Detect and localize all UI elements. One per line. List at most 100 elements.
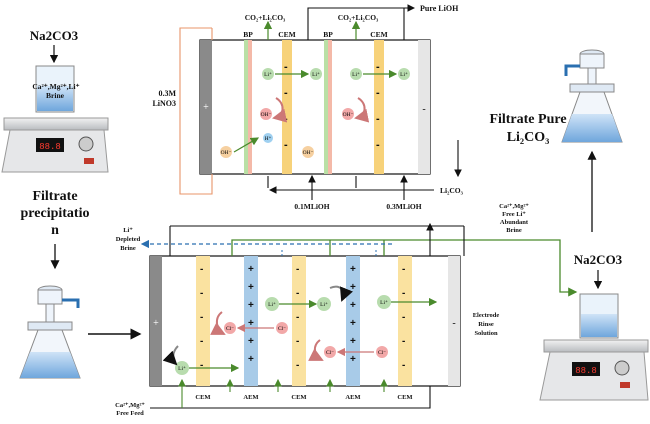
lower-label-cem-3: CEM: [397, 394, 412, 401]
lower-label-aem-1: AEM: [243, 394, 258, 401]
lower-plus: +: [153, 318, 159, 329]
lower-label-cem-1: CEM: [195, 394, 210, 401]
filtrate-precip-2: precipitatio: [21, 206, 90, 221]
upper-cathode: [418, 40, 430, 174]
filtrate-precip-3: n: [51, 223, 59, 238]
svg-text:+: +: [248, 264, 254, 275]
depleted-1: Li⁺: [123, 227, 133, 234]
lower-ions: Li⁺ Li⁺ Li⁺ Li⁺ Cl⁻ Cl⁻ Cl⁻ Cl⁻: [175, 295, 391, 375]
svg-text:H⁺: H⁺: [265, 135, 272, 142]
feed-03m-lioh: 0.3MLiOH: [386, 202, 421, 211]
svg-text:OH⁻: OH⁻: [303, 150, 314, 156]
upper-co2-left: CO₂+Li₂CO₃: [245, 13, 286, 22]
svg-text:+: +: [248, 318, 254, 329]
liNO3-label-2: LiNO3: [152, 99, 176, 108]
lower-label-cem-2: CEM: [291, 394, 306, 401]
svg-text:+: +: [350, 264, 356, 275]
stirrer-top-plate: [3, 117, 109, 131]
stirrer-display: [36, 138, 64, 152]
svg-text:-: -: [376, 87, 380, 99]
svg-text:Li⁺: Li⁺: [320, 301, 328, 308]
na2co3-label-right: Na2CO3: [574, 252, 623, 267]
upper-cem-1: [282, 40, 292, 174]
upper-ions: Li⁺ Li⁺ Li⁺ Li⁺ OH⁻ OH⁻ H⁺ OH⁻ OH⁻: [220, 68, 410, 158]
lower-cem-2: [292, 256, 306, 386]
svg-text:+: +: [248, 300, 254, 311]
svg-text:-: -: [402, 336, 405, 347]
upper-bp-2-a: [324, 40, 328, 174]
abundant-4: Brine: [506, 227, 522, 234]
svg-text:Li⁺: Li⁺: [178, 365, 186, 372]
upper-bp-1-b: [248, 40, 252, 174]
upper-co2-right: CO₂+Li₂CO₃: [338, 13, 379, 22]
svg-text:Cl⁻: Cl⁻: [326, 350, 334, 356]
lower-electrodialysis-cell: + - ----- ++++++ ----- ++++++ ----- CEM …: [115, 203, 578, 417]
liNO3-label-1: 0.3M: [158, 89, 176, 98]
feed-label-2: Free Feed: [116, 410, 144, 417]
abundant-3: Abundant: [500, 219, 529, 226]
brine-label-1: Ca²⁺,Mg²⁺,Li⁺: [32, 82, 79, 91]
right-product-group: Filtrate Pure Li₂CO₃ Na2CO3 88.8: [489, 49, 649, 401]
feed-01m-lioh: 0.1MLiOH: [294, 202, 329, 211]
stirrer-switch: [84, 158, 94, 164]
svg-text:-: -: [376, 113, 380, 125]
svg-text:88.8: 88.8: [39, 142, 61, 152]
upper-label-bp-1: BP: [243, 30, 253, 39]
na2co3-label-top: Na2CO3: [30, 28, 79, 43]
filter-flask-left: [19, 285, 81, 379]
lower-anode: [150, 256, 162, 386]
li2co3-in-label: Li₂CO₃: [440, 186, 464, 195]
filtrate-precip-1: Filtrate: [32, 189, 77, 204]
svg-text:+: +: [350, 282, 356, 293]
svg-text:-: -: [200, 360, 203, 371]
svg-text:-: -: [284, 61, 288, 73]
depleted-3: Brine: [120, 245, 136, 252]
svg-text:-: -: [376, 139, 380, 151]
abundant-1: Ca²⁺,Mg²⁺: [499, 203, 529, 210]
filtrate-pure-2: Li₂CO₃: [507, 130, 550, 145]
svg-text:-: -: [284, 139, 288, 151]
svg-text:+: +: [350, 300, 356, 311]
svg-text:-: -: [296, 288, 299, 299]
filtrate-pure-1: Filtrate Pure: [489, 112, 566, 127]
svg-text:-: -: [402, 264, 405, 275]
lower-minus: -: [452, 318, 455, 329]
svg-text:-: -: [284, 87, 288, 99]
rinse-3: Solution: [474, 330, 498, 337]
svg-text:-: -: [296, 336, 299, 347]
upper-electrodialysis-cell: + - ---- ---- BP CEM BP CEM Li⁺ Li⁺ Li⁺ …: [152, 4, 463, 211]
svg-text:Cl⁻: Cl⁻: [226, 326, 234, 332]
upper-label-cem-1: CEM: [278, 30, 296, 39]
svg-text:-: -: [200, 288, 203, 299]
rinse-1: Electrode: [473, 312, 500, 319]
brine-liquid: [37, 86, 73, 111]
svg-text:-: -: [296, 360, 299, 371]
lower-cathode: [448, 256, 460, 386]
svg-text:+: +: [350, 318, 356, 329]
rinse-2: Rinse: [478, 321, 494, 328]
upper-bp-1-a: [244, 40, 248, 174]
svg-text:+: +: [350, 354, 356, 365]
svg-text:Li⁺: Li⁺: [400, 71, 408, 78]
svg-text:OH⁻: OH⁻: [261, 112, 272, 118]
lower-cem-1: [196, 256, 210, 386]
svg-text:Cl⁻: Cl⁻: [278, 326, 286, 332]
pure-lioh-label: Pure LiOH: [420, 4, 459, 13]
depleted-2: Depleted: [116, 236, 141, 243]
svg-text:+: +: [248, 354, 254, 365]
svg-text:OH⁻: OH⁻: [221, 150, 232, 156]
upper-anode: [200, 40, 212, 174]
feed-label-1: Ca²⁺,Mg²⁺: [115, 402, 145, 409]
svg-text:-: -: [402, 288, 405, 299]
svg-text:+: +: [248, 336, 254, 347]
svg-text:Li⁺: Li⁺: [380, 299, 388, 306]
upper-cem-2: [374, 40, 384, 174]
upper-label-cem-2: CEM: [370, 30, 388, 39]
svg-text:Li⁺: Li⁺: [264, 71, 272, 78]
upper-minus: -: [422, 104, 425, 115]
lower-cem-3: [398, 256, 412, 386]
upper-plus: +: [203, 102, 209, 113]
stirrer-knob: [78, 136, 94, 152]
